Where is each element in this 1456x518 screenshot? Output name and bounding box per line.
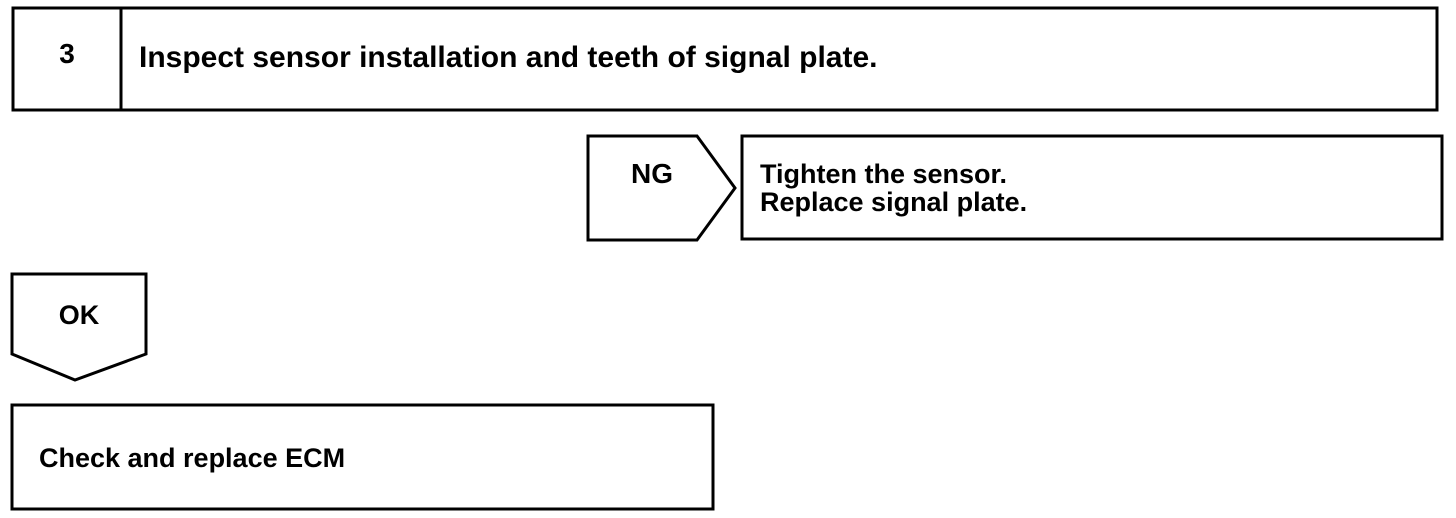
step-number: 3 [59,38,75,69]
ok-action-text: Check and replace ECM [39,443,346,473]
ok-label: OK [58,300,100,330]
ng-action-text: Tighten the sensor. Replace signal plate… [760,160,1027,216]
ng-arrow-shape [586,134,737,242]
step-box [11,6,1439,112]
ok-action-box [10,403,715,511]
ng-action-box [740,134,1444,241]
ng-action-line: Replace signal plate. [760,187,1028,217]
step-title: Inspect sensor installation and teeth of… [139,41,878,74]
ok-arrow-shape [10,272,148,382]
ng-label: NG [631,158,673,189]
ng-action-line: Tighten the sensor. [760,159,1008,189]
